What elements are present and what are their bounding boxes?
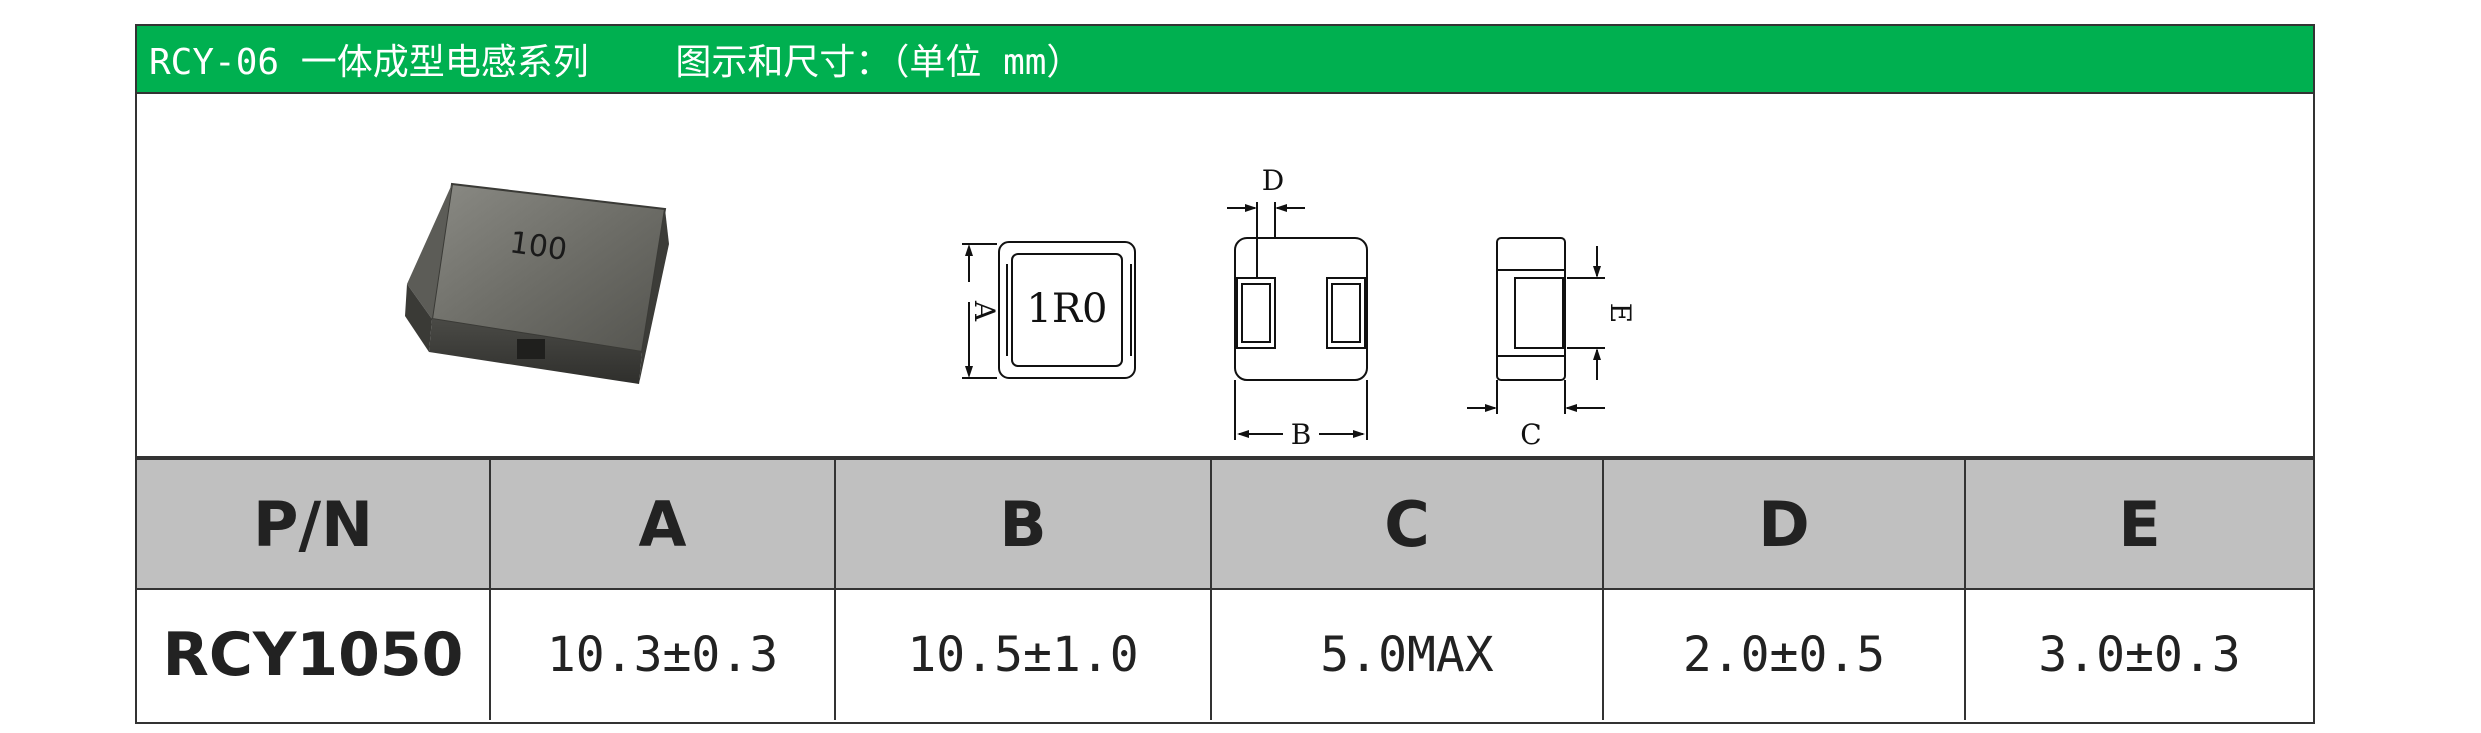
component-marking: 100 bbox=[508, 225, 570, 268]
dimension-table: P/N A B C D E RCY1050 10.3±0.3 10.5±1.0 … bbox=[137, 458, 2313, 720]
title-bar: RCY-06 一体成型电感系列 图示和尺寸：（单位 mm） bbox=[137, 26, 2313, 94]
sheet-title: RCY-06 一体成型电感系列 图示和尺寸：（单位 mm） bbox=[149, 42, 1083, 83]
header-b: B bbox=[834, 458, 1212, 590]
dimension-drawing: 100 1R0 A bbox=[405, 164, 1637, 451]
spec-sheet: RCY-06 一体成型电感系列 图示和尺寸：（单位 mm） bbox=[135, 24, 2315, 724]
dim-label-b: B bbox=[1291, 418, 1312, 451]
header-d: D bbox=[1602, 458, 1966, 590]
table-header-row: P/N A B C D E bbox=[137, 458, 2313, 590]
header-e: E bbox=[1964, 458, 2313, 590]
table-row: RCY1050 10.3±0.3 10.5±1.0 5.0MAX 2.0±0.5… bbox=[137, 588, 2313, 720]
cell-e: 3.0±0.3 bbox=[1964, 588, 2313, 720]
dim-label-c: C bbox=[1520, 418, 1541, 451]
header-pn: P/N bbox=[137, 458, 491, 590]
cell-a: 10.3±0.3 bbox=[489, 588, 836, 720]
top-view bbox=[962, 241, 1136, 379]
bottom-view bbox=[1227, 202, 1368, 440]
header-c: C bbox=[1210, 458, 1604, 590]
top-view-marking: 1R0 bbox=[1026, 286, 1107, 332]
figure-area: 100 1R0 A bbox=[137, 94, 2313, 458]
dim-label-d: D bbox=[1262, 164, 1284, 197]
dim-label-a: A bbox=[968, 300, 1001, 322]
inductor-photo: 100 bbox=[405, 182, 669, 384]
cell-d: 2.0±0.5 bbox=[1602, 588, 1966, 720]
dim-label-e: E bbox=[1604, 303, 1637, 323]
cell-part-number: RCY1050 bbox=[137, 588, 491, 720]
header-a: A bbox=[489, 458, 836, 590]
cell-c: 5.0MAX bbox=[1210, 588, 1604, 720]
side-view bbox=[1467, 237, 1605, 414]
cell-b: 10.5±1.0 bbox=[834, 588, 1212, 720]
